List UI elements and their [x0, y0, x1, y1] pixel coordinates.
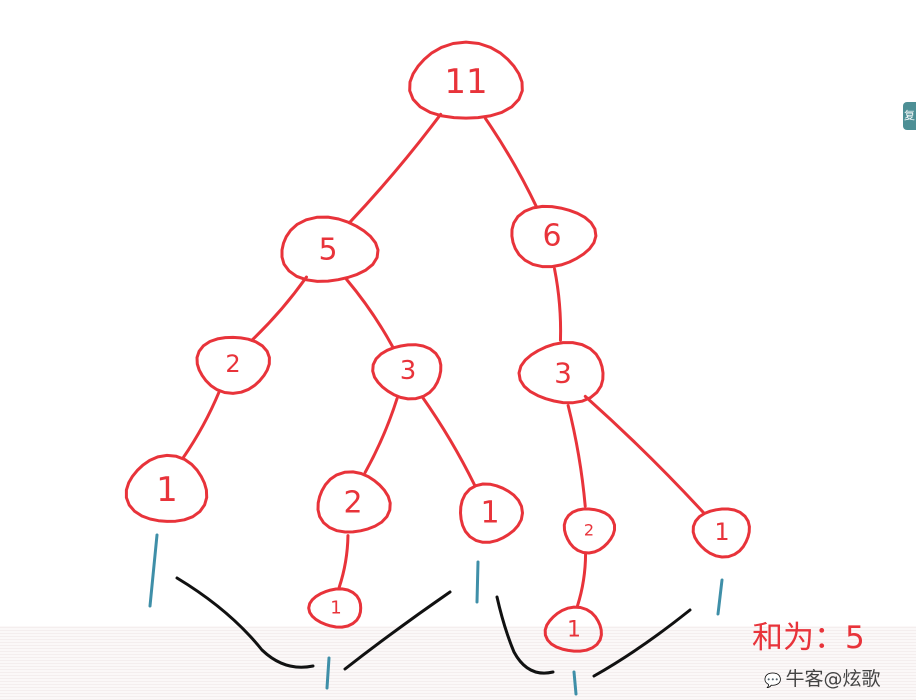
tree-edge-n3a-n1b [420, 395, 477, 487]
tree-edge-n3a-n2b [363, 396, 399, 475]
bracket-line-1 [343, 590, 452, 671]
leaf-marker-4 [572, 670, 578, 696]
tree-node-n1d: 1 [307, 587, 363, 629]
node-label: 3 [554, 357, 572, 390]
bottom-band [0, 626, 916, 700]
tree-edge-n11-n6 [483, 116, 539, 209]
tree-node-n2a: 2 [195, 335, 271, 395]
tree-edge-n11-n5 [347, 112, 443, 225]
watermark: 💬牛客@炫歌 [764, 666, 914, 692]
tree-edge-n3b-n1c [583, 394, 706, 515]
node-circle [316, 470, 392, 534]
watermark-text: 牛客@炫歌 [785, 668, 881, 690]
tree-edge-n2b-n1d [337, 534, 350, 589]
leaf-marker-3 [325, 656, 331, 690]
tree-node-n2b: 2 [316, 470, 392, 534]
tree-node-n1b: 1 [459, 482, 524, 544]
tree-node-n1e: 1 [543, 605, 603, 653]
chat-bubble-icon: 💬 [764, 673, 782, 689]
tree-edge-n2c-n1e [575, 552, 588, 608]
tree-node-n11: 11 [408, 40, 524, 120]
node-label: 1 [480, 496, 499, 531]
node-label: 5 [318, 233, 337, 268]
sum-label: 和为：5 [752, 620, 865, 656]
node-label: 1 [567, 618, 581, 643]
bracket-line-0 [175, 576, 315, 669]
bracket-line-3 [592, 608, 692, 678]
tree-node-n2c: 2 [562, 507, 616, 555]
leaf-marker-1 [475, 560, 480, 604]
node-circle [195, 335, 271, 395]
node-label: 11 [444, 62, 487, 102]
node-label: 1 [714, 518, 729, 546]
edges-layer [181, 112, 706, 608]
tree-edge-n6-n3b [553, 267, 563, 342]
tree-node-n3a: 3 [371, 343, 443, 401]
node-circle [691, 507, 751, 559]
tree-edge-n2a-n1a [181, 389, 221, 460]
node-circle [307, 587, 363, 629]
node-label: 2 [225, 350, 240, 378]
tree-edge-n5-n3a [345, 277, 394, 348]
tree-node-n1c: 1 [691, 507, 751, 559]
tree-node-n6: 6 [510, 204, 598, 269]
node-circle [510, 204, 598, 269]
node-label: 1 [330, 598, 341, 619]
node-label: 2 [343, 486, 362, 521]
leaf-marker-0 [148, 533, 159, 608]
tree-node-n3b: 3 [517, 341, 605, 405]
leaf-marks-layer [148, 533, 724, 696]
node-circle [459, 482, 524, 544]
tree-node-n5: 5 [280, 215, 380, 283]
leaf-marker-2 [716, 578, 724, 616]
node-circle [543, 605, 603, 653]
node-circle [124, 453, 209, 523]
node-circle [517, 341, 605, 405]
bracket-line-2 [495, 595, 555, 675]
node-circle [562, 507, 616, 555]
node-label: 3 [400, 356, 417, 386]
side-tab[interactable]: 复 [903, 102, 916, 130]
node-circle [371, 343, 443, 401]
node-circle [408, 40, 524, 120]
node-label: 6 [542, 219, 561, 254]
node-label: 1 [156, 470, 178, 510]
node-label: 2 [584, 521, 594, 540]
tree-edge-n5-n2a [250, 275, 308, 342]
tree-node-n1a: 1 [124, 453, 209, 523]
tree-edge-n3b-n2c [566, 404, 587, 508]
node-circle [280, 215, 380, 283]
